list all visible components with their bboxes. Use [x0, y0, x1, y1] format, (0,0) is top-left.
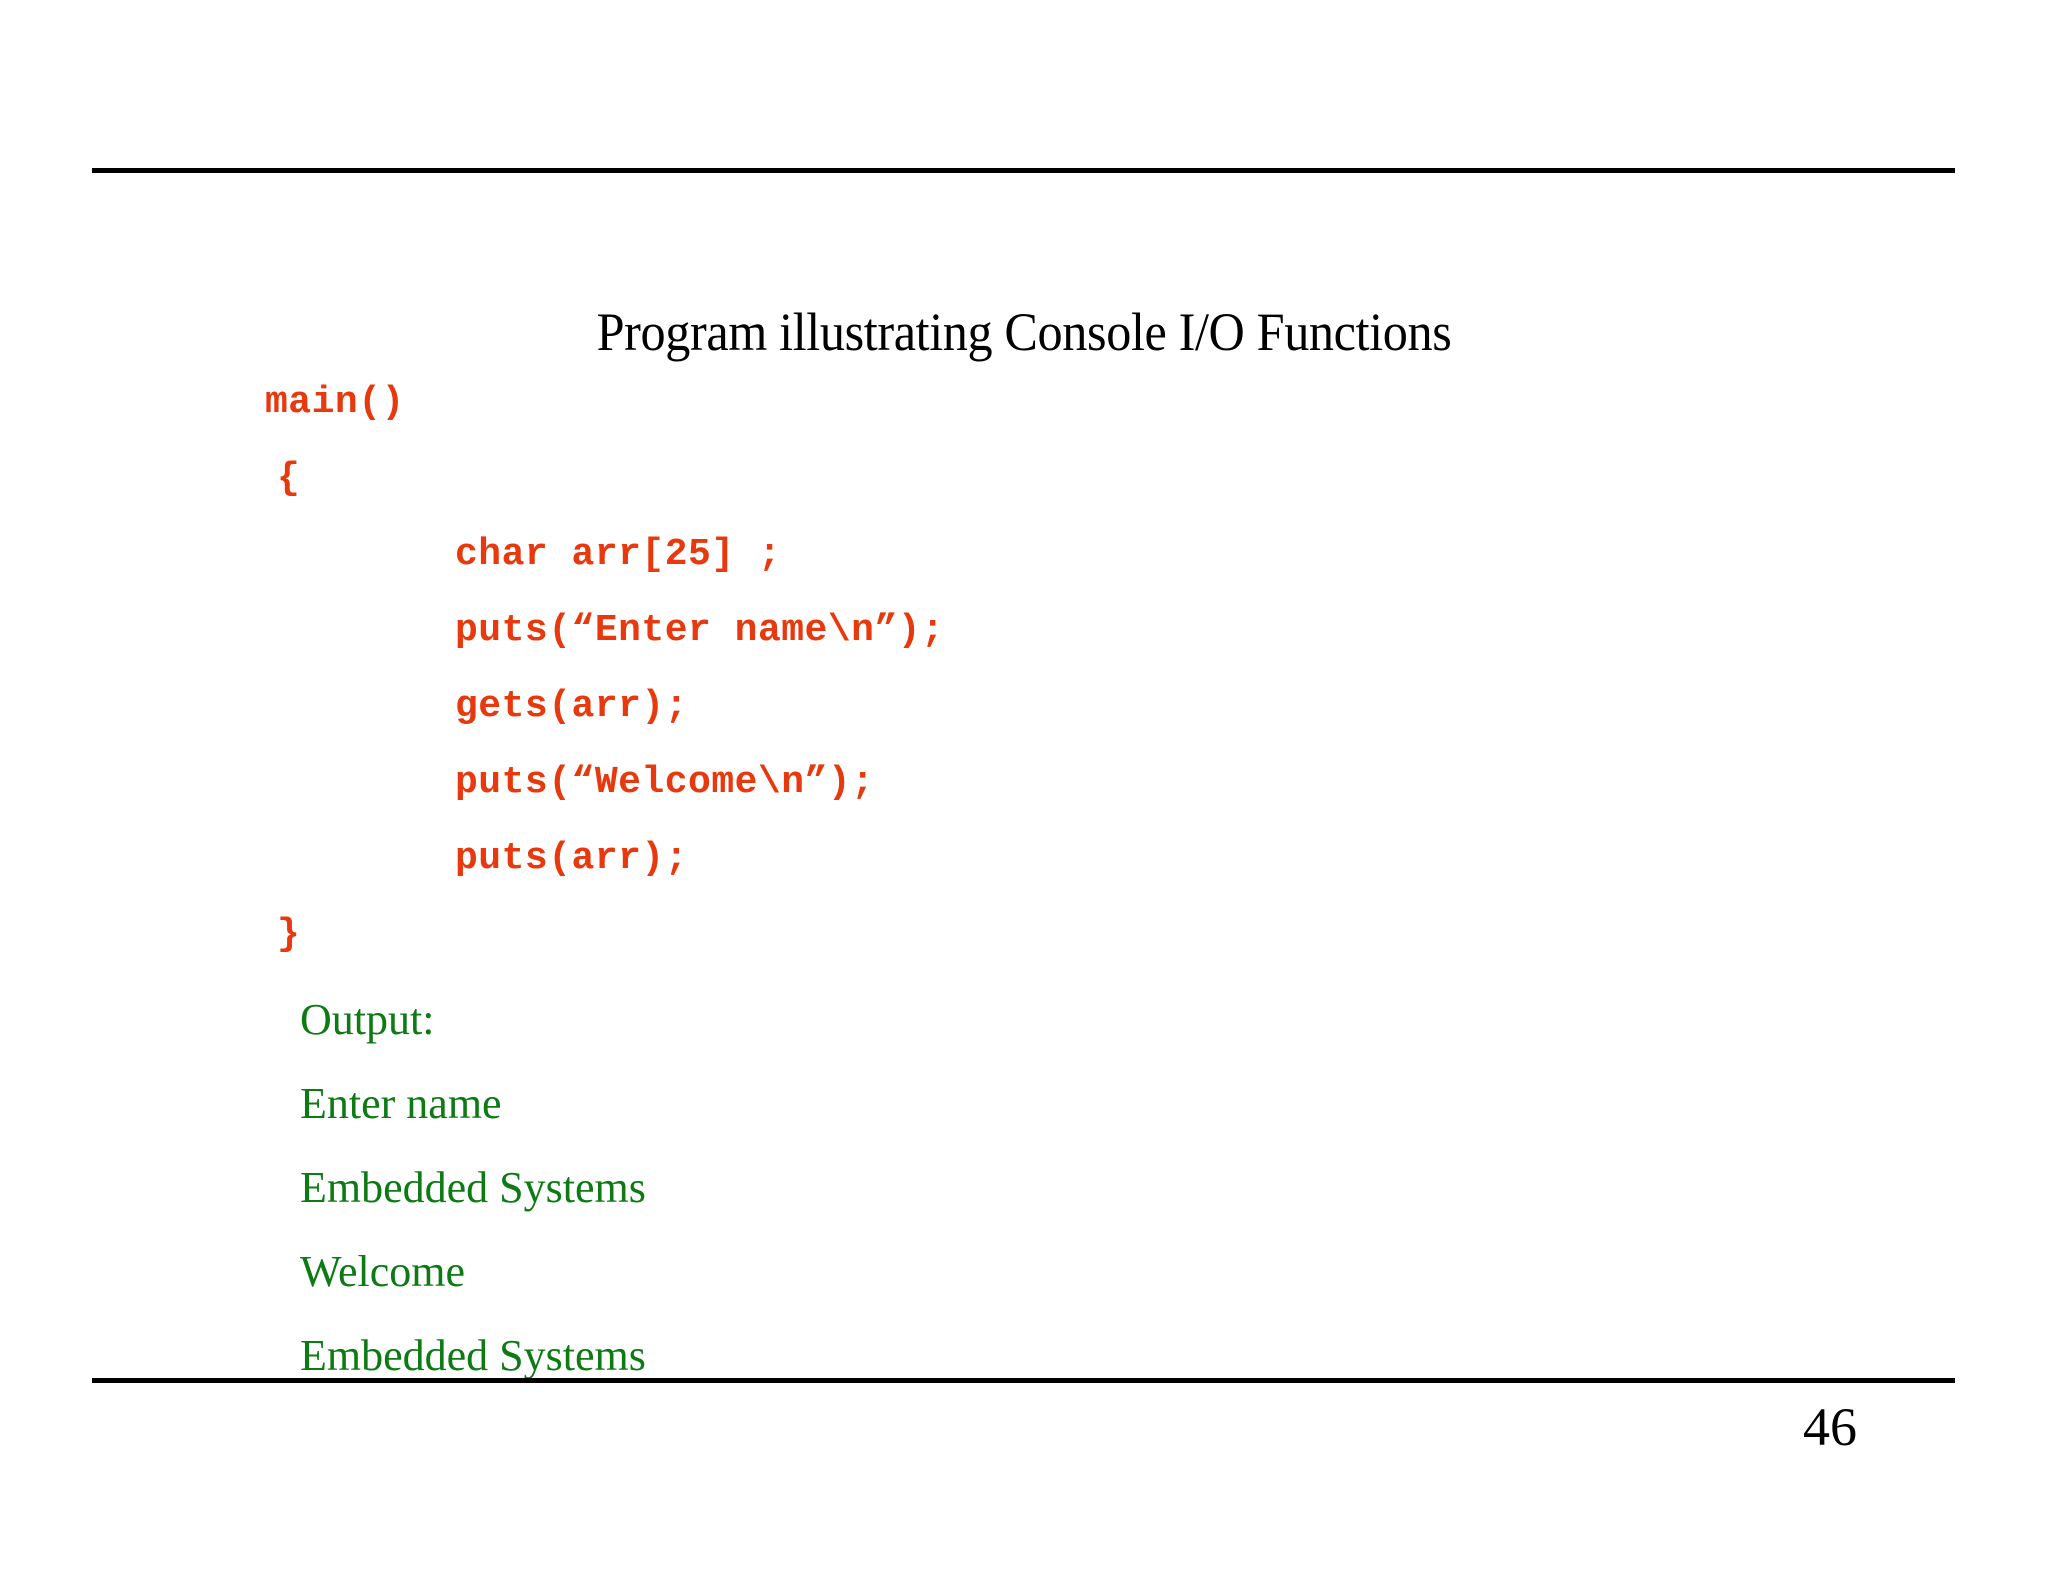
- code-line: puts(arr);: [455, 837, 689, 880]
- output-line: Embedded Systems: [300, 1331, 646, 1380]
- footer-divider-rule: [92, 1378, 1955, 1383]
- output-line: Embedded Systems: [300, 1163, 646, 1212]
- page-title: Program illustrating Console I/O Functio…: [596, 302, 1452, 362]
- output-line: Welcome: [300, 1247, 466, 1296]
- code-line: puts(“Enter name\n”);: [455, 609, 945, 652]
- code-line: {: [277, 457, 301, 500]
- code-line: main(): [265, 381, 405, 424]
- code-listing: main() { char arr[25] ; puts(“Enter name…: [265, 365, 1665, 973]
- code-line: char arr[25] ;: [455, 533, 782, 576]
- output-label: Output:: [300, 995, 435, 1044]
- code-line: gets(arr);: [455, 685, 689, 728]
- page-number: 46: [1803, 1397, 1857, 1457]
- code-line: puts(“Welcome\n”);: [455, 761, 875, 804]
- program-output: Output: Enter name Embedded Systems Welc…: [300, 978, 1700, 1398]
- code-line: }: [277, 913, 301, 956]
- header-divider-rule: [92, 168, 1955, 173]
- output-line: Enter name: [300, 1079, 502, 1128]
